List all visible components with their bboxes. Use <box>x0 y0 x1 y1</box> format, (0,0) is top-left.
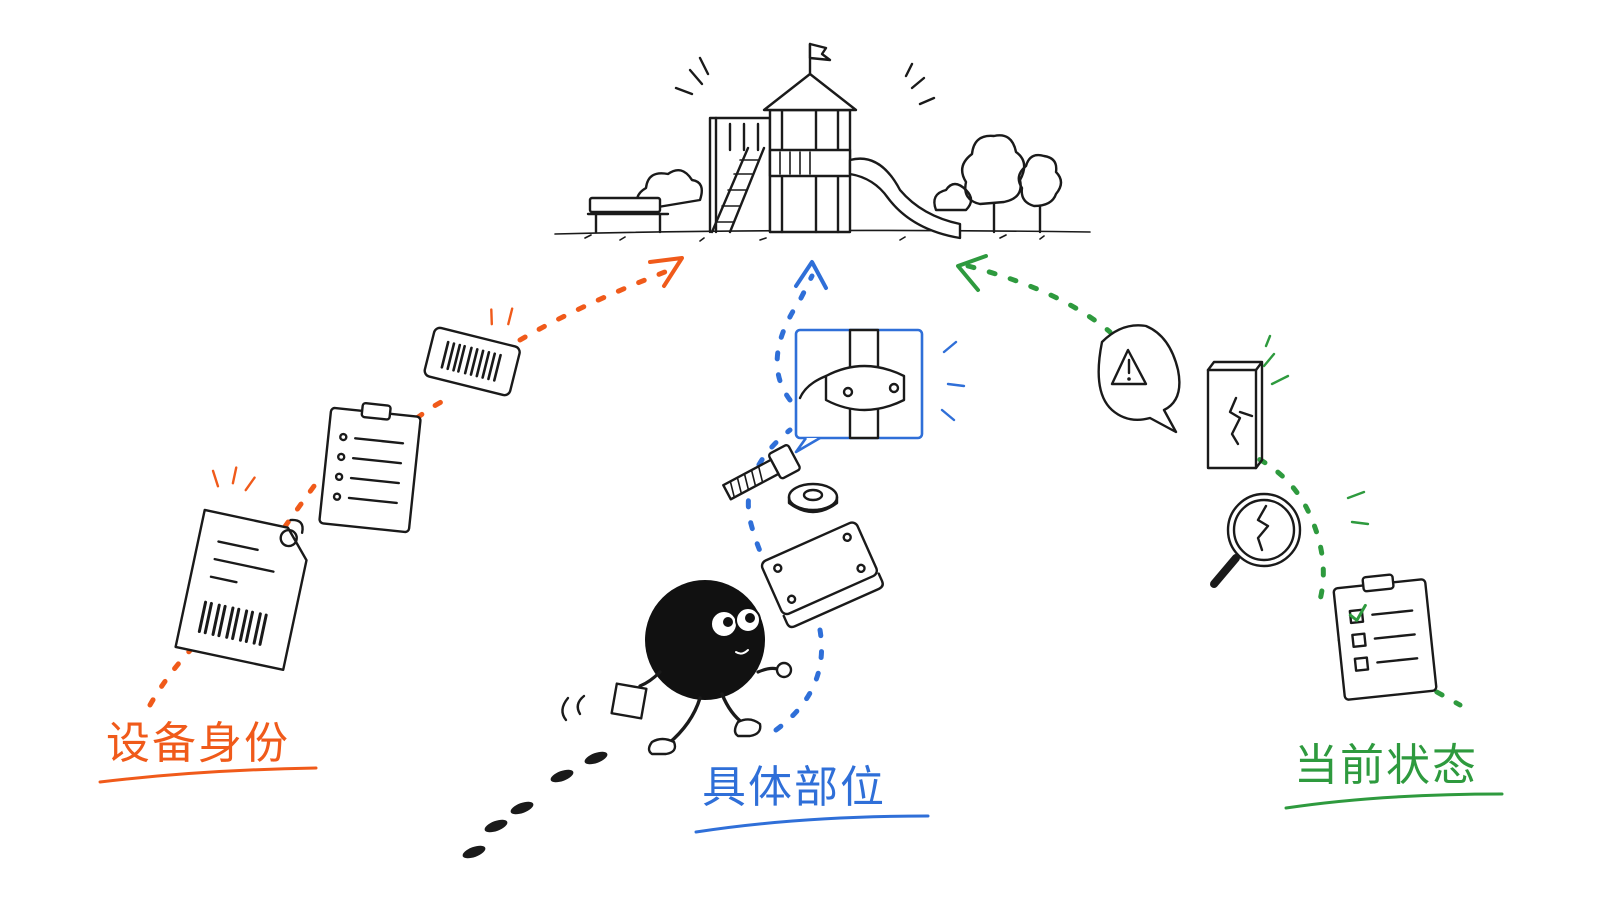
label-device-identity: 设备身份 <box>106 718 290 769</box>
pipe-clamp-icon <box>794 328 966 454</box>
underline-current-status <box>1284 792 1504 810</box>
clipboard-icon <box>318 401 422 534</box>
bench-icon <box>586 196 670 234</box>
underline-device-identity <box>98 766 318 784</box>
identity-path <box>147 267 673 708</box>
underline-specific-part <box>694 814 930 834</box>
checklist-icon <box>1332 573 1438 701</box>
status-path <box>965 263 1463 708</box>
label-current-status: 当前状态 <box>1294 740 1478 791</box>
playground-icon <box>554 42 1091 242</box>
washer-icon <box>787 482 839 514</box>
warning-bubble-icon <box>1097 324 1181 434</box>
magnifier-icon <box>1210 490 1370 588</box>
tree-icon <box>933 134 1063 234</box>
bolt-icon <box>722 444 801 501</box>
ball-character-icon <box>561 580 793 756</box>
label-specific-part: 具体部位 <box>702 762 886 813</box>
cracked-post-icon <box>1206 334 1290 470</box>
footprint-icon <box>462 751 608 859</box>
barcode-label-icon <box>423 307 521 397</box>
equipment-tag-icon <box>174 466 308 671</box>
mounting-plate-icon <box>760 521 884 629</box>
